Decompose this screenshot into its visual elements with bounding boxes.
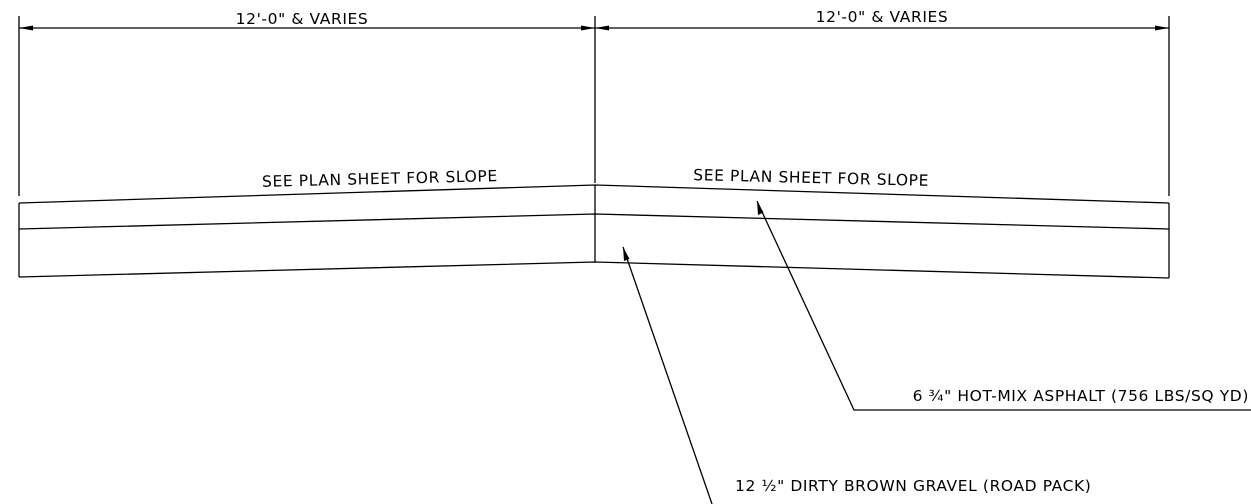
left-dimension-label: 12'-0" & VARIES <box>236 10 369 28</box>
dim-arrow-right-start <box>595 25 609 31</box>
asphalt-leader-line <box>756 200 1251 411</box>
dim-arrow-left-start <box>19 25 33 31</box>
dim-arrow-left-end <box>581 25 595 31</box>
right-slope-note: SEE PLAN SHEET FOR SLOPE <box>693 166 929 190</box>
gravel-leader-arrow <box>623 247 630 261</box>
gravel-callout-label: 12 ½" DIRTY BROWN GRAVEL (ROAD PACK) <box>735 477 1091 495</box>
asphalt-leader-arrow <box>757 201 764 215</box>
asphalt-gravel-interface <box>18 213 1170 230</box>
gravel-leader-line <box>622 246 713 504</box>
right-dimension-label: 12'-0" & VARIES <box>816 8 949 26</box>
gravel-bottom-surface <box>18 261 1170 279</box>
asphalt-callout-label: 6 ¾" HOT-MIX ASPHALT (756 LBS/SQ YD) <box>913 387 1249 405</box>
left-slope-note: SEE PLAN SHEET FOR SLOPE <box>262 167 498 191</box>
asphalt-top-surface <box>18 184 1170 204</box>
dim-arrow-right-end <box>1155 25 1169 31</box>
